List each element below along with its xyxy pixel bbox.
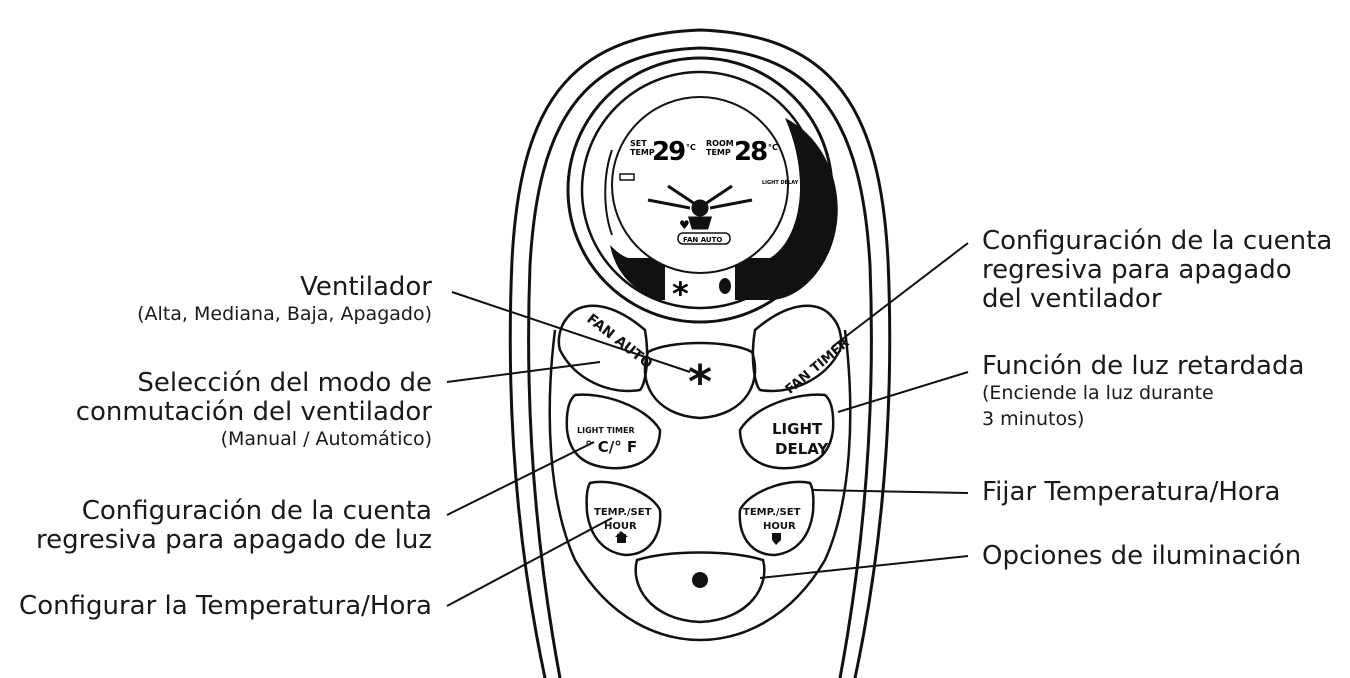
lcd-set-unit: °C [686, 143, 696, 152]
fix-temp-callout-title: Fijar Temperatura/Hora [982, 478, 1280, 507]
display-bulb-icon [719, 278, 731, 294]
lcd-heart-icon: ♥ [679, 218, 690, 232]
light-timer-callout: Configuración de la cuenta regresiva par… [36, 497, 432, 555]
arrow-down-icon [772, 533, 781, 545]
lcd-room-label: ROOM [706, 139, 734, 148]
fan-timer-callout-line1: Configuración de la cuenta [982, 227, 1332, 256]
light-delay-callout-sub2: 3 minutos) [982, 407, 1304, 433]
mode-callout-line2: conmutación del ventilador [76, 398, 432, 427]
light-delay-callout: Función de luz retardada (Enciende la lu… [982, 352, 1304, 432]
mode-callout: Selección del modo de conmutación del ve… [76, 369, 432, 453]
lcd-room-unit: °C [768, 143, 778, 152]
light-delay-label-2: DELAY [775, 440, 829, 458]
set-temp-callout-title: Configurar la Temperatura/Hora [19, 592, 432, 621]
light-delay-label-1: LIGHT [772, 420, 823, 438]
fix-temp-callout: Fijar Temperatura/Hora [982, 478, 1280, 507]
temp-set-right-label-1: TEMP./SET [743, 507, 801, 518]
mode-callout-sub: (Manual / Automático) [76, 427, 432, 453]
display-fan-icon: * [672, 275, 689, 313]
fan-callout-sub: (Alta, Mediana, Baja, Apagado) [137, 302, 432, 328]
lcd-room-value: 28 [734, 137, 767, 167]
light-timer-label: LIGHT TIMER [577, 426, 635, 435]
temp-set-left-button[interactable] [587, 482, 661, 555]
light-delay-callout-sub1: (Enciende la luz durante [982, 381, 1304, 407]
temp-set-right-label-2: HOUR [763, 521, 796, 532]
fan-callout: Ventilador (Alta, Mediana, Baja, Apagado… [137, 273, 432, 328]
light-timer-callout-line2: regresiva para apagado de luz [36, 526, 432, 555]
fan-timer-callout-line3: del ventilador [982, 285, 1332, 314]
light-bulb-icon [692, 572, 708, 588]
temp-set-left-label-2: HOUR [604, 521, 637, 532]
arrow-up-icon [615, 531, 628, 543]
set-temp-callout: Configurar la Temperatura/Hora [19, 592, 432, 621]
fan-timer-callout-line2: regresiva para apagado [982, 256, 1332, 285]
light-delay-callout-title: Función de luz retardada [982, 352, 1304, 381]
lcd-fan-auto: FAN AUTO [683, 236, 722, 244]
fan-timer-label: FAN TIMER [783, 336, 853, 398]
temp-set-left-label-1: TEMP./SET [594, 507, 652, 518]
display-ring [568, 58, 838, 322]
fan-callout-title: Ventilador [137, 273, 432, 302]
fan-timer-callout: Configuración de la cuenta regresiva par… [982, 227, 1332, 314]
light-timer-callout-line1: Configuración de la cuenta [36, 497, 432, 526]
lcd-set-label: SET [630, 139, 647, 148]
celsius-fahrenheit-label: ° C/° F [585, 438, 637, 456]
lighting-callout-title: Opciones de iluminación [982, 542, 1301, 571]
lcd-light-delay: LIGHT DELAY [762, 180, 799, 186]
lcd-set-value: 29 [652, 137, 685, 167]
mode-callout-line1: Selección del modo de [76, 369, 432, 398]
fan-speed-icon: * [688, 355, 712, 409]
lighting-callout: Opciones de iluminación [982, 542, 1301, 571]
lcd-room-label-2: TEMP [706, 148, 731, 157]
